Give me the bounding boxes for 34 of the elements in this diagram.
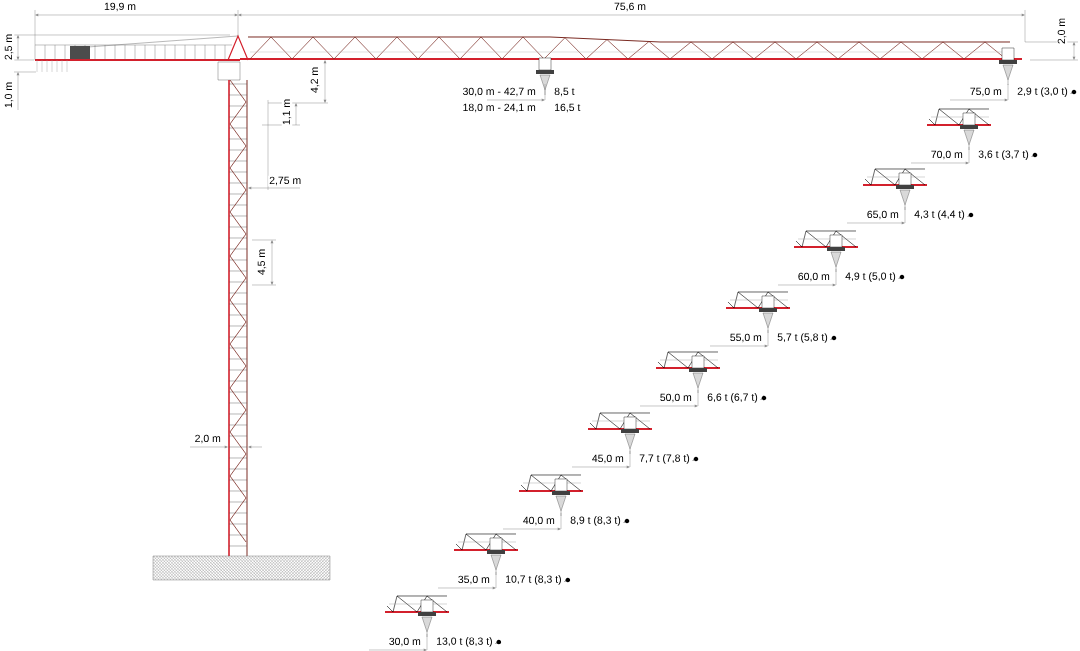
load-label: 7,7 t (7,8 t) <box>638 453 691 465</box>
load-label: 8,9 t (8,3 t) <box>569 515 622 527</box>
dimension-label: 75,6 m <box>613 1 647 13</box>
dimension-label: 2,0 m <box>1056 16 1068 46</box>
dimension-label: 1,1 m <box>281 97 293 127</box>
dimension-label: 4,2 m <box>309 65 321 95</box>
dimension-label: 2,75 m <box>268 175 303 187</box>
radius-label: 70,0 m <box>929 149 964 161</box>
dimension-label: 1,0 m <box>3 80 15 110</box>
load-label: 5,7 t (5,8 t) <box>776 332 829 344</box>
load-label: 6,6 t (6,7 t) <box>706 392 759 404</box>
radius-label: 55,0 m <box>728 332 763 344</box>
radius-label: 40,0 m <box>521 515 556 527</box>
radius-label: 60,0 m <box>796 271 831 283</box>
dimension-label: 4,5 m <box>256 247 268 277</box>
dimension-label: 19,9 m <box>103 1 137 13</box>
radius-label: 18,0 m - 24,1 m <box>461 102 537 114</box>
load-label: 4,9 t (5,0 t) <box>844 271 897 283</box>
load-label: 4,3 t (4,4 t) <box>913 209 966 221</box>
load-label: 10,7 t (8,3 t) <box>504 574 563 586</box>
load-label: 8,5 t <box>553 86 576 98</box>
load-label: 2,9 t (3,0 t) <box>1016 86 1069 98</box>
radius-label: 65,0 m <box>865 209 900 221</box>
radius-label: 75,0 m <box>968 86 1003 98</box>
load-label: 16,5 t <box>553 102 582 114</box>
radius-label: 50,0 m <box>658 392 693 404</box>
radius-label: 45,0 m <box>590 453 625 465</box>
radius-label: 35,0 m <box>456 574 491 586</box>
radius-label: 30,0 m <box>387 636 422 648</box>
dimension-label: 2,0 m <box>193 433 222 445</box>
load-label: 13,0 t (8,3 t) <box>435 636 494 648</box>
dimension-label: 2,5 m <box>3 32 15 62</box>
radius-label: 30,0 m - 42,7 m <box>461 86 537 98</box>
load-label: 3,6 t (3,7 t) <box>977 149 1030 161</box>
